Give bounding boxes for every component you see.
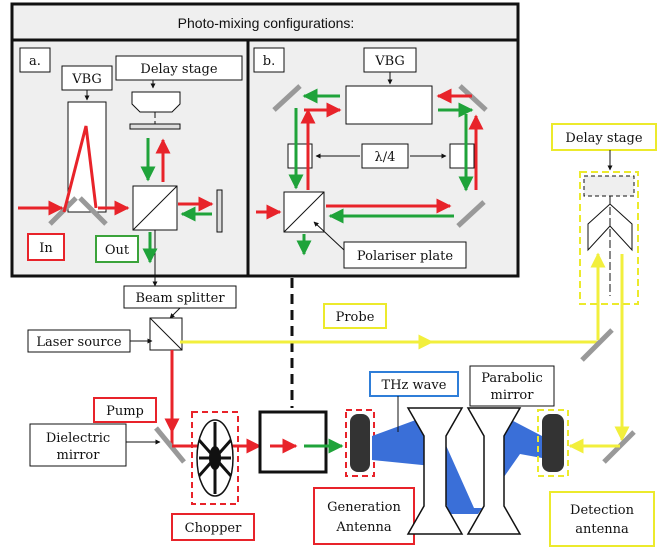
dielectric-label-2: mirror [57,448,101,463]
photomixer-box [258,410,328,474]
vbg-b-crystal [345,85,433,125]
detection-antenna [542,414,564,472]
delay-stage-a-retroreflector [131,91,181,113]
vbg-b-label: VBG [374,54,405,69]
delay-stage-label: Delay stage [565,131,642,146]
parabolic-mirror-left [406,407,464,535]
out-label: Out [105,243,130,258]
laser-source-label: Laser source [36,335,121,350]
in-label: In [39,241,53,256]
waveplate-label: λ/4 [375,150,396,165]
config-b: b. VBG λ/4 Polariser plate [253,47,488,269]
thz-wave-label: THz wave [382,378,447,393]
chopper-label: Chopper [185,521,242,536]
probe-label: Probe [336,310,375,325]
delay-stage-dashed-box [579,171,639,305]
panel-title: Photo-mixing configurations: [178,15,355,31]
detection-label-2: antenna [575,522,629,537]
config-a-tag: a. [29,54,41,69]
generation-antenna [350,414,370,472]
chopper-wheel [196,419,234,497]
polariser-label: Polariser plate [357,249,453,264]
parabolic-label-1: Parabolic [481,371,543,386]
generation-label-2: Antenna [335,520,391,535]
config-b-tag: b. [263,54,275,69]
vbg-a-label: VBG [71,72,102,87]
generation-label-1: Generation [327,500,401,515]
dielectric-mirror [154,426,186,464]
vbg-a-crystal [67,101,107,213]
parabolic-label-2: mirror [491,388,535,403]
detection-label-1: Detection [570,503,635,518]
config-a: a. VBG Delay stage In Out [18,47,243,287]
waveplate-right [449,143,475,169]
beam-splitter-label: Beam splitter [135,291,225,306]
pump-label: Pump [106,404,144,419]
end-mirror-a [216,189,223,233]
delay-stage-a-label: Delay stage [140,62,217,77]
dielectric-label-1: Dielectric [46,431,110,446]
detection-antenna-dashed-box [537,409,569,477]
probe-mirror [580,328,614,362]
delay-stage-a-mirror [129,123,181,130]
chopper-dashed-box [191,411,239,505]
parabolic-mirror-right [466,407,522,535]
